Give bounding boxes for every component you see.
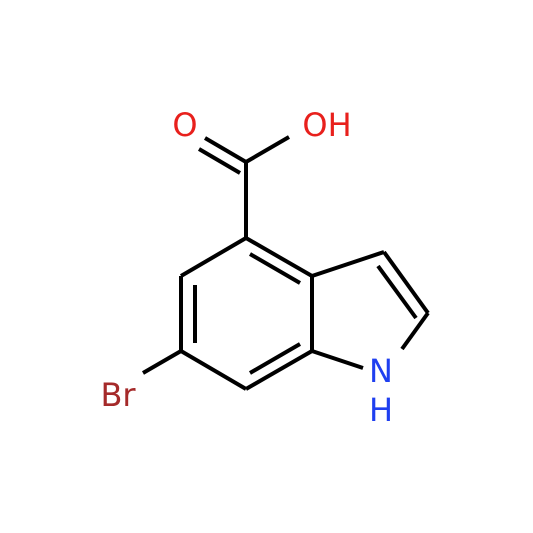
bond-c6-c7 [179, 349, 248, 391]
nitrogen-label: N [369, 352, 393, 390]
bond-c2-n1 [400, 311, 430, 351]
bond-carbonyl-double-inner [197, 147, 242, 175]
hydroxyl-label: OH [302, 106, 351, 144]
bond-c3-c2 [382, 250, 430, 315]
bond-n1-c7a [311, 349, 364, 370]
bond-c7-c7a-inner [248, 342, 302, 375]
bond-c3a-c3 [311, 250, 385, 278]
carbonyl-oxygen-label: O [172, 106, 197, 144]
bond-c3a-c4 [245, 236, 313, 278]
bond-carboxyl-hydroxyl [244, 135, 291, 164]
bond-c6-bromine [141, 349, 183, 375]
bond-c3-c2-inner [376, 264, 418, 320]
bond-c3a-c4-inner [248, 252, 302, 285]
bromine-label: Br [100, 376, 136, 414]
bond-c7-c7a [245, 349, 313, 391]
bond-carbonyl-double-outer [203, 136, 248, 164]
bond-c4-c5 [179, 236, 248, 278]
nitrogen-hydrogen-label: H [369, 391, 393, 429]
